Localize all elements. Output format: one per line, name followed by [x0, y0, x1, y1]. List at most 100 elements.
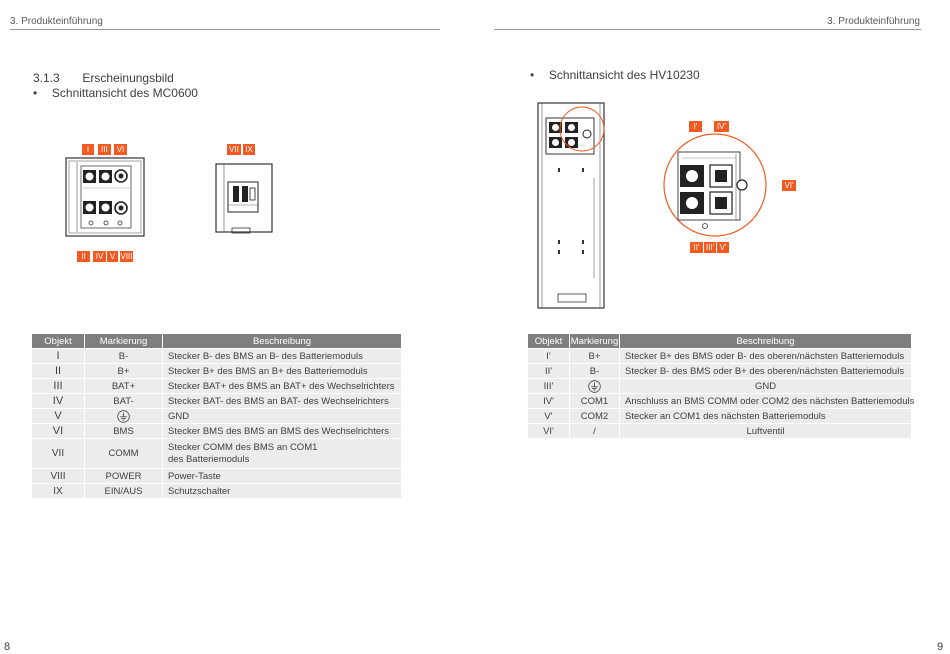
- row-description: Anschluss an BMS COMM oder COM2 des näch…: [620, 394, 914, 408]
- table-row: II' B- Stecker B- des BMS oder B+ des ob…: [528, 364, 912, 378]
- row-description: GND: [620, 379, 912, 393]
- row-description: Schutzschalter: [163, 484, 402, 498]
- row-marking: B-: [570, 364, 620, 378]
- row-marking: POWER: [85, 469, 163, 483]
- column-header-object: Objekt: [32, 334, 85, 348]
- row-marking-ground: [85, 409, 163, 423]
- row-marking: B-: [85, 349, 163, 363]
- column-header-description: Beschreibung: [620, 334, 912, 348]
- table-row: VII COMM Stecker COMM des BMS an COM1 de…: [32, 439, 402, 468]
- bullet-dot: •: [33, 86, 38, 100]
- row-description: Stecker an COM1 des nächsten Batteriemod…: [620, 409, 912, 423]
- row-object: III: [32, 379, 85, 393]
- row-object: I': [528, 349, 570, 363]
- hv10230-connector-detail-drawing: [663, 133, 767, 237]
- row-description-multiline: Stecker COMM des BMS an COM1 des Batteri…: [163, 439, 402, 468]
- figure-label-viii: VIII: [120, 251, 133, 262]
- row-description: Stecker B- des BMS oder B+ des oberen/nä…: [620, 364, 912, 378]
- row-object: III': [528, 379, 570, 393]
- row-description: Stecker BMS des BMS an BMS des Wechselri…: [163, 424, 402, 438]
- column-header-marking: Markierung: [570, 334, 620, 348]
- left-header-rule: [10, 29, 440, 30]
- left-bullet-text: Schnittansicht des MC0600: [51, 86, 198, 100]
- figure-label-ii-prime: II': [690, 242, 703, 253]
- right-running-header: 3. Produkteinführung: [827, 16, 920, 27]
- right-page-number: 9: [937, 641, 944, 653]
- figure-label-v: V: [107, 251, 118, 262]
- mc0600-spec-table: Objekt Markierung Beschreibung I B- Stec…: [32, 333, 402, 499]
- row-description: Stecker B- des BMS an B- des Batteriemod…: [163, 349, 402, 363]
- table-row: IV BAT- Stecker BAT- des BMS an BAT- des…: [32, 394, 402, 408]
- column-header-marking: Markierung: [85, 334, 163, 348]
- table-row: IX EIN/AUS Schutzschalter: [32, 484, 402, 498]
- hv10230-spec-table: Objekt Markierung Beschreibung I' B+ Ste…: [528, 333, 914, 439]
- row-description-line1: Stecker COMM des BMS an COM1: [168, 441, 318, 453]
- row-object: VI': [528, 424, 570, 438]
- mc0600-side-view-drawing: [215, 163, 273, 234]
- row-marking: B+: [570, 349, 620, 363]
- row-marking: COM1: [570, 394, 620, 408]
- row-object: IX: [32, 484, 85, 498]
- row-marking: /: [570, 424, 620, 438]
- row-marking: B+: [85, 364, 163, 378]
- left-page-number: 8: [4, 641, 11, 653]
- ground-icon: [588, 379, 601, 393]
- figure-label-iv-prime: IV': [714, 121, 729, 132]
- table-row: III BAT+ Stecker BAT+ des BMS an BAT+ de…: [32, 379, 402, 393]
- figure-label-i: I: [82, 144, 94, 155]
- figure-label-vi-prime: VI': [782, 180, 796, 191]
- table-row: V' COM2 Stecker an COM1 des nächsten Bat…: [528, 409, 912, 423]
- figure-label-iii: III: [98, 144, 111, 155]
- row-description: GND: [163, 409, 402, 423]
- row-object: VI: [32, 424, 85, 438]
- hv10230-module-drawing: [537, 102, 605, 309]
- figure-label-ix: IX: [243, 144, 255, 155]
- column-header-description: Beschreibung: [163, 334, 402, 348]
- section-heading: 3.1.3 Erscheinungsbild: [33, 71, 174, 85]
- table-row: II B+ Stecker B+ des BMS an B+ des Batte…: [32, 364, 402, 378]
- figure-label-v-prime: V': [717, 242, 729, 253]
- figure-label-vii: VII: [227, 144, 241, 155]
- row-marking: BAT+: [85, 379, 163, 393]
- row-marking: BMS: [85, 424, 163, 438]
- right-bullet: • Schnittansicht des HV10230: [530, 68, 700, 82]
- row-description: Luftventil: [620, 424, 912, 438]
- figure-label-iii-prime: III': [704, 242, 716, 253]
- figure-label-iv: IV: [93, 251, 106, 262]
- table-header-row: Objekt Markierung Beschreibung: [528, 334, 912, 348]
- row-object: I: [32, 349, 85, 363]
- ground-icon: [117, 409, 130, 423]
- section-title: Erscheinungsbild: [82, 71, 174, 85]
- figure-label-ii: II: [77, 251, 90, 262]
- row-description: Stecker BAT+ des BMS an BAT+ des Wechsel…: [163, 379, 402, 393]
- column-header-object: Objekt: [528, 334, 570, 348]
- table-row: VI' / Luftventil: [528, 424, 912, 438]
- row-marking: COMM: [85, 439, 163, 468]
- row-description: Power-Taste: [163, 469, 402, 483]
- table-row: VI BMS Stecker BMS des BMS an BMS des We…: [32, 424, 402, 438]
- table-row: V GND: [32, 409, 402, 423]
- figure-label-i-prime: I': [689, 121, 702, 132]
- table-row: III' GND: [528, 379, 912, 393]
- row-object: II': [528, 364, 570, 378]
- table-row: IV' COM1 Anschluss an BMS COMM oder COM2…: [528, 394, 914, 408]
- left-running-header: 3. Produkteinführung: [10, 16, 103, 27]
- row-object: VII: [32, 439, 85, 468]
- table-row: I' B+ Stecker B+ des BMS oder B- des obe…: [528, 349, 912, 363]
- right-bullet-text: Schnittansicht des HV10230: [548, 68, 700, 82]
- row-object: II: [32, 364, 85, 378]
- row-object: V: [32, 409, 85, 423]
- row-description: Stecker BAT- des BMS an BAT- des Wechsel…: [163, 394, 402, 408]
- row-marking: COM2: [570, 409, 620, 423]
- row-marking: BAT-: [85, 394, 163, 408]
- bullet-dot: •: [530, 68, 535, 82]
- figure-label-vi: VI: [114, 144, 127, 155]
- row-marking-ground: [570, 379, 620, 393]
- table-header-row: Objekt Markierung Beschreibung: [32, 334, 402, 348]
- row-marking: EIN/AUS: [85, 484, 163, 498]
- row-description: Stecker B+ des BMS oder B- des oberen/nä…: [620, 349, 912, 363]
- row-description: Stecker B+ des BMS an B+ des Batteriemod…: [163, 364, 402, 378]
- section-number: 3.1.3: [33, 71, 60, 85]
- row-description-line2: des Batteriemoduls: [168, 453, 250, 465]
- row-object: V': [528, 409, 570, 423]
